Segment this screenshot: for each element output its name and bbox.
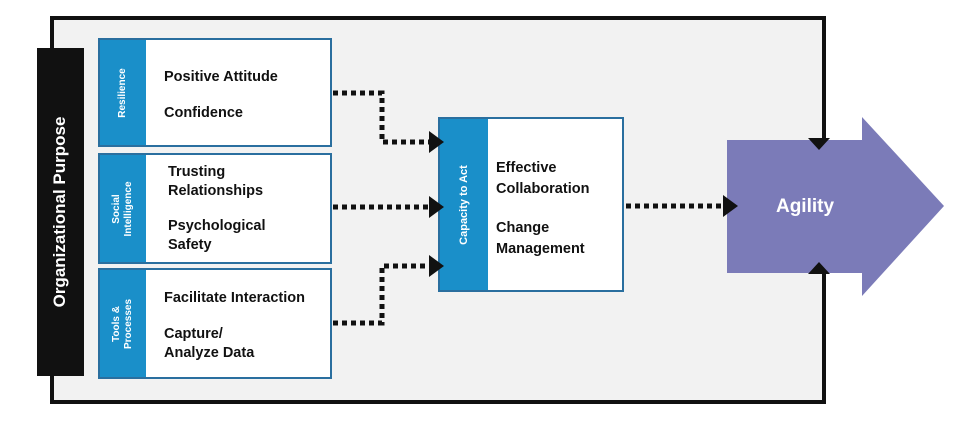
bottom-notch-icon [808, 262, 830, 274]
change-management-text: Change Management [496, 220, 585, 257]
capture-analyze-data-text: Capture/ Analyze Data [164, 326, 255, 361]
resilience-box: Resilience Positive Attitude Confidence [98, 38, 332, 147]
trusting-relationships-text: Trusting Relationships [168, 164, 264, 199]
arrowhead-social-icon [429, 196, 444, 218]
facilitate-interaction-text: Facilitate Interaction [164, 290, 306, 306]
social-intelligence-tab: Social Intelligence [100, 155, 146, 262]
capacity-to-act-tab: Capacity to Act [440, 119, 488, 290]
top-notch-icon [808, 138, 830, 150]
tools-processes-tab: Tools & Processes [100, 270, 146, 377]
connector-resilience [333, 90, 430, 145]
effective-collaboration-text: Effective Collaboration [496, 160, 590, 197]
arrowhead-agility-icon [723, 195, 738, 217]
social-intelligence-box: Social Intelligence Trusting Relationshi… [98, 153, 332, 264]
positive-attitude-text: Positive Attitude [164, 69, 278, 85]
resilience-tab: Resilience [100, 40, 146, 145]
arrowhead-resilience-icon [429, 131, 444, 153]
confidence-text: Confidence [164, 105, 243, 121]
agility-arrow [727, 117, 944, 296]
agility-label: Agility [775, 196, 835, 217]
tools-processes-box: Tools & Processes Facilitate Interaction… [98, 268, 332, 379]
organizational-purpose-bar [37, 48, 84, 376]
capacity-to-act-box: Capacity to Act Effective Collaboration … [438, 117, 624, 292]
psychological-safety-text: Psychological Safety [168, 218, 266, 253]
connector-tools [333, 263, 430, 326]
arrowhead-tools-icon [429, 255, 444, 277]
